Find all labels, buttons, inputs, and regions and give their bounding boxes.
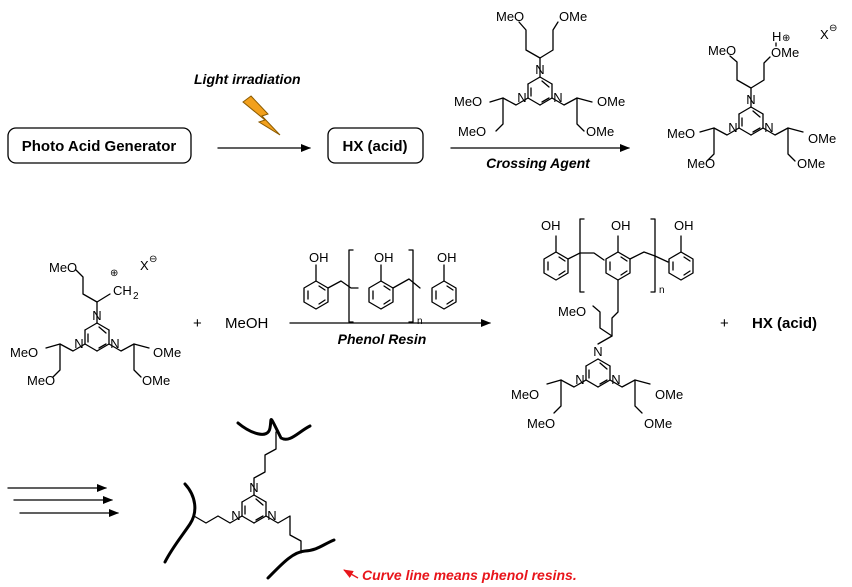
svg-text:H: H <box>772 29 781 44</box>
svg-text:MeO: MeO <box>458 124 486 139</box>
svg-text:N: N <box>110 336 119 351</box>
svg-text:MeO: MeO <box>667 126 695 141</box>
svg-text:n: n <box>659 285 665 296</box>
crosslinked-network: N N N <box>163 418 336 580</box>
carbocation-intermediate: N N N MeO ⊕ CH 2 X ⊖ MeO MeO OMe OMe <box>10 254 181 388</box>
svg-text:N: N <box>267 508 276 523</box>
hx-acid-product: HX (acid) <box>752 315 817 332</box>
plus-sign-1: + <box>193 315 202 332</box>
svg-text:CH: CH <box>113 283 132 298</box>
svg-text:⊕: ⊕ <box>110 268 118 279</box>
crosslinked-product: OH OH n OH MeO N N N MeO MeO OMe OMe <box>511 218 694 431</box>
svg-text:OMe: OMe <box>771 45 799 60</box>
svg-text:N: N <box>553 90 562 105</box>
svg-text:⊖: ⊖ <box>829 23 837 34</box>
curve-line-note: Curve line means phenol resins. <box>362 567 577 583</box>
svg-text:OMe: OMe <box>655 387 683 402</box>
svg-text:2: 2 <box>133 291 139 302</box>
phenol-resin-label: Phenol Resin <box>338 331 427 347</box>
svg-text:OH: OH <box>374 250 394 265</box>
svg-text:OH: OH <box>541 218 561 233</box>
svg-text:N: N <box>611 372 620 387</box>
svg-text:MeO: MeO <box>27 373 55 388</box>
phenol-resin-structure: OH OH n OH <box>303 249 457 327</box>
plus-sign-2: + <box>720 315 729 332</box>
svg-text:MeO: MeO <box>511 387 539 402</box>
svg-text:MeO: MeO <box>687 156 715 171</box>
svg-text:OH: OH <box>437 250 457 265</box>
svg-text:N: N <box>764 120 773 135</box>
svg-text:N: N <box>74 336 83 351</box>
svg-text:OMe: OMe <box>586 124 614 139</box>
svg-text:MeO: MeO <box>10 345 38 360</box>
svg-text:N: N <box>231 508 240 523</box>
svg-text:MeO: MeO <box>558 304 586 319</box>
svg-text:OH: OH <box>611 218 631 233</box>
light-irradiation-label: Light irradiation <box>194 71 301 87</box>
svg-text:MeO: MeO <box>708 43 736 58</box>
photo-acid-generator-label: Photo Acid Generator <box>22 138 177 155</box>
methanol-label: MeOH <box>225 315 268 332</box>
multi-step-arrows <box>7 484 119 517</box>
svg-text:OMe: OMe <box>142 373 170 388</box>
svg-text:n: n <box>417 316 423 327</box>
svg-text:N: N <box>593 344 602 359</box>
svg-text:OMe: OMe <box>153 345 181 360</box>
svg-text:OH: OH <box>674 218 694 233</box>
svg-text:OH: OH <box>309 250 329 265</box>
svg-text:X: X <box>820 27 829 42</box>
crossing-agent-label: Crossing Agent <box>486 155 591 171</box>
svg-text:OMe: OMe <box>644 416 672 431</box>
hx-acid-label: HX (acid) <box>342 138 407 155</box>
svg-text:MeO: MeO <box>454 94 482 109</box>
svg-text:OMe: OMe <box>808 131 836 146</box>
svg-text:⊖: ⊖ <box>149 254 157 265</box>
svg-text:MeO: MeO <box>496 9 524 24</box>
svg-text:MeO: MeO <box>49 260 77 275</box>
crosslinker-molecule: N N N MeO OMe MeO MeO OMe OMe <box>454 9 625 139</box>
photo-acid-generator-box: Photo Acid Generator <box>7 127 192 164</box>
svg-text:OMe: OMe <box>597 94 625 109</box>
hx-acid-box: HX (acid) <box>327 127 424 164</box>
svg-text:X: X <box>140 258 149 273</box>
protonated-crosslinker: N N N MeO OMe H ⊕ X ⊖ MeO MeO OMe OMe <box>667 23 837 171</box>
svg-text:N: N <box>575 372 584 387</box>
svg-text:⊕: ⊕ <box>782 33 790 44</box>
svg-text:N: N <box>728 120 737 135</box>
lightning-bolt-icon <box>242 95 281 136</box>
svg-text:MeO: MeO <box>527 416 555 431</box>
svg-text:OMe: OMe <box>797 156 825 171</box>
svg-text:OMe: OMe <box>559 9 587 24</box>
note-arrow <box>343 569 359 579</box>
svg-text:N: N <box>517 90 526 105</box>
